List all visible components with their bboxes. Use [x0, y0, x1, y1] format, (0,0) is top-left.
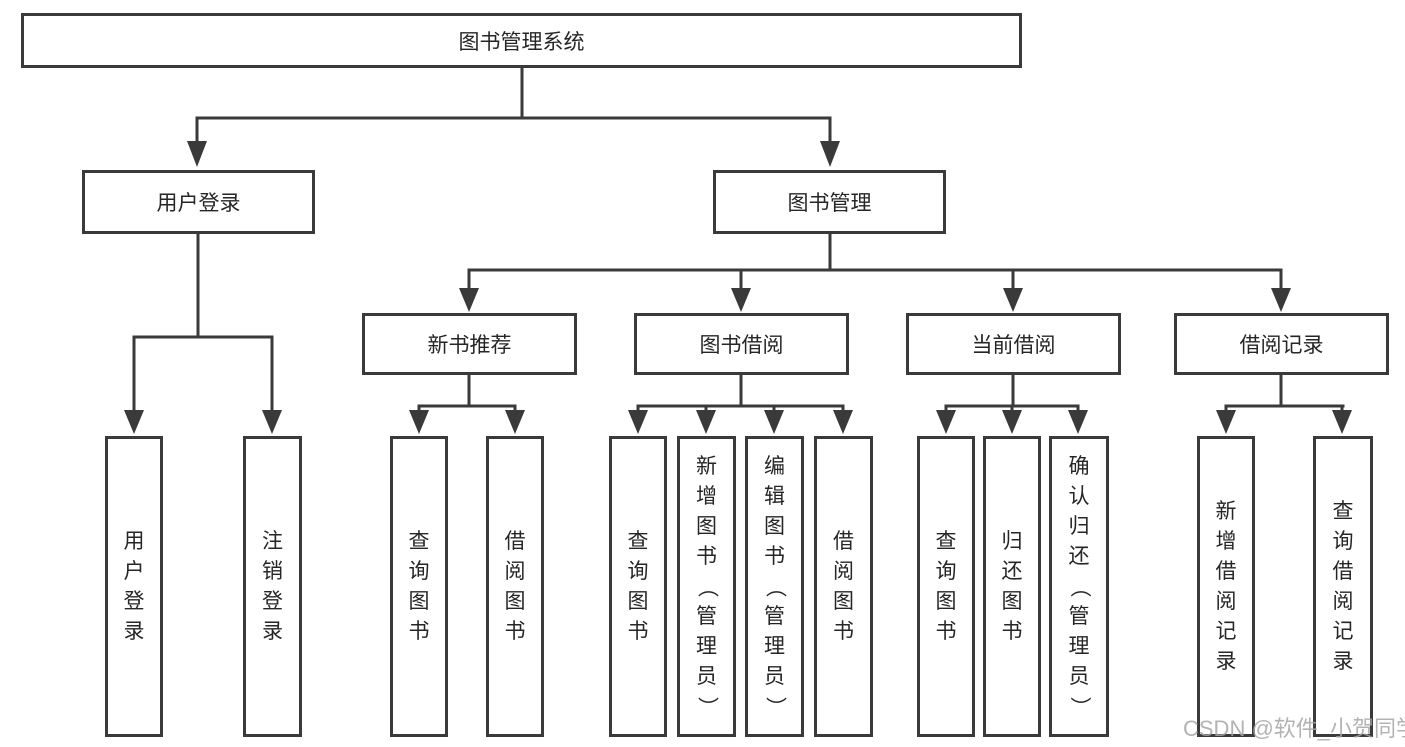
connector-book-management-to-level3	[459, 234, 1291, 312]
connector-current-borrowing-children	[936, 375, 1088, 434]
node-book-borrowing: 图书借阅	[634, 313, 849, 375]
connector-borrowing-records-children	[1216, 375, 1352, 434]
node-borrowing-records: 借阅记录	[1174, 313, 1389, 375]
node-leaf-borrow-books-recommend: 借阅图书	[486, 436, 544, 737]
node-leaf-add-borrow-record: 新增借阅记录	[1197, 436, 1255, 737]
node-leaf-borrow-books-borrowing: 借阅图书	[814, 436, 873, 737]
node-leaf-add-book-admin: 新增图书（管理员）	[677, 436, 736, 737]
node-user-login-branch: 用户登录	[82, 170, 315, 234]
node-leaf-logout: 注销登录	[243, 436, 302, 737]
node-leaf-user-login: 用户登录	[105, 436, 163, 737]
node-leaf-query-books-recommend: 查询图书	[390, 436, 448, 737]
connector-new-book-recommend-children	[409, 375, 525, 434]
node-new-book-recommend: 新书推荐	[362, 313, 577, 375]
node-leaf-query-borrow-record: 查询借阅记录	[1313, 436, 1373, 737]
connector-user-login-children	[124, 234, 282, 434]
node-leaf-confirm-return-admin: 确认归还（管理员）	[1049, 436, 1109, 737]
connector-book-borrowing-children	[628, 375, 853, 434]
node-root-library-system: 图书管理系统	[21, 13, 1022, 68]
node-leaf-edit-book-admin: 编辑图书（管理员）	[745, 436, 804, 737]
connector-root-to-level2	[187, 68, 840, 167]
node-leaf-query-books-current: 查询图书	[917, 436, 975, 737]
node-current-borrowing: 当前借阅	[906, 313, 1121, 375]
node-leaf-query-books-borrowing: 查询图书	[609, 436, 667, 737]
node-book-management-branch: 图书管理	[713, 170, 946, 234]
node-leaf-return-book: 归还图书	[983, 436, 1041, 737]
csdn-watermark: CSDN @软件_小贺同学	[1183, 716, 1405, 741]
